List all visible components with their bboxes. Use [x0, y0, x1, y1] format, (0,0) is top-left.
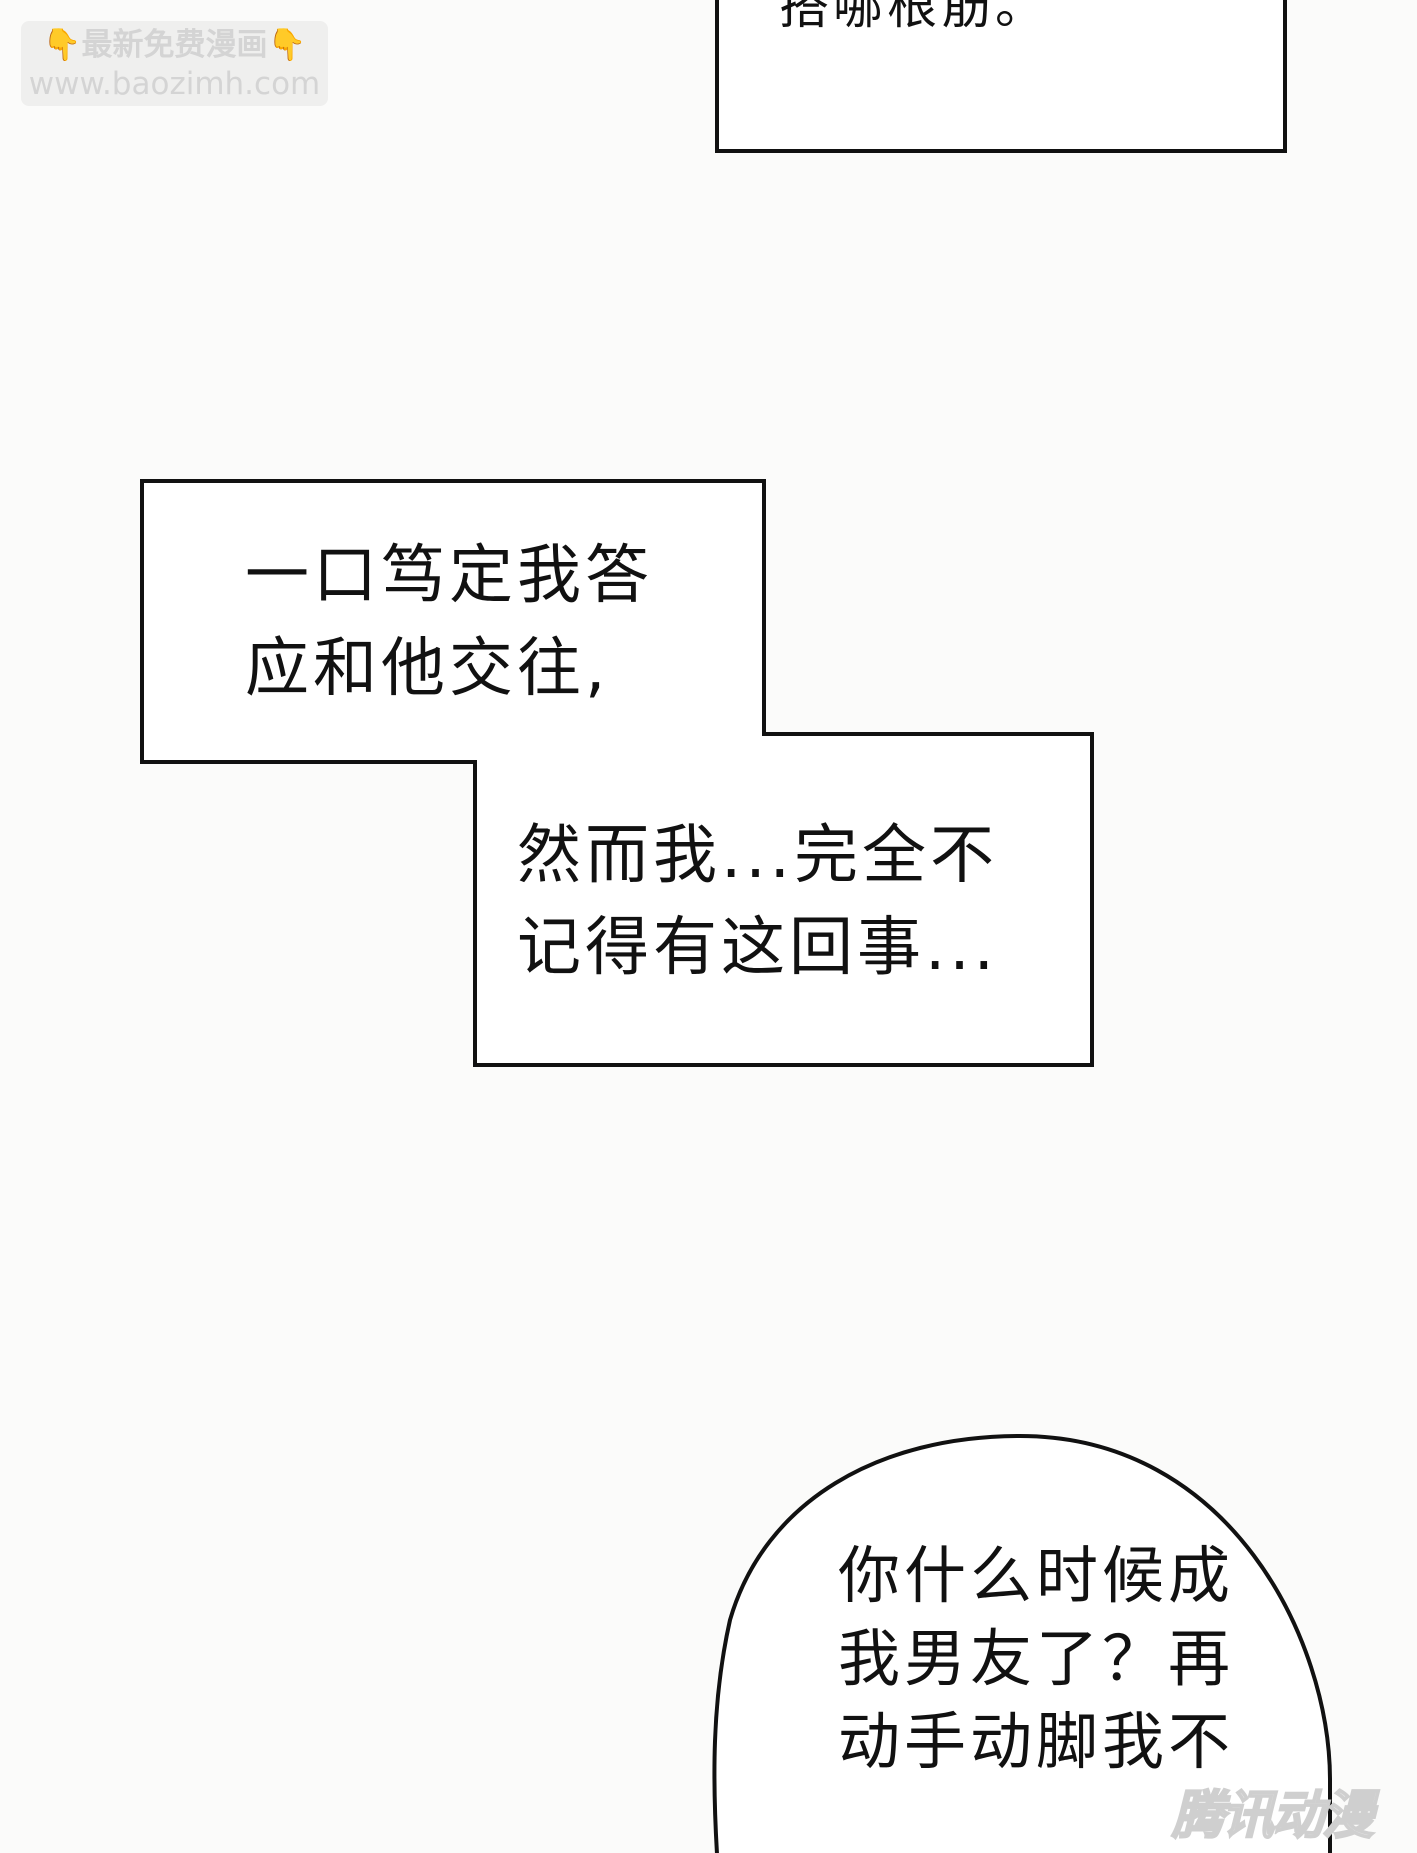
speech-line2: 我男友了？再: [838, 1622, 1235, 1695]
watermark-url: www.baozimh.com: [28, 66, 321, 103]
speech-bubble: [712, 1433, 1332, 1853]
step-narration-box: [140, 479, 1094, 1067]
speech-line3: 动手动脚我不: [838, 1705, 1235, 1778]
step-lower-line1: 然而我...完全不: [517, 819, 999, 893]
step-upper-line1: 一口笃定我答: [245, 539, 653, 613]
speech-line1: 你什么时候成: [838, 1539, 1235, 1612]
top-narration-box: [715, 0, 1287, 153]
site-watermark: 👇最新免费漫画👇 www.baozimh.com: [21, 21, 328, 106]
watermark-line1: 👇最新免费漫画👇: [42, 27, 307, 63]
step-upper-line2: 应和他交往,: [245, 632, 610, 706]
top-box-text: 搭哪根筋。: [779, 0, 1049, 35]
step-lower-line2: 记得有这回事...: [517, 911, 999, 985]
corner-watermark: 腾讯动漫: [1171, 1786, 1375, 1846]
